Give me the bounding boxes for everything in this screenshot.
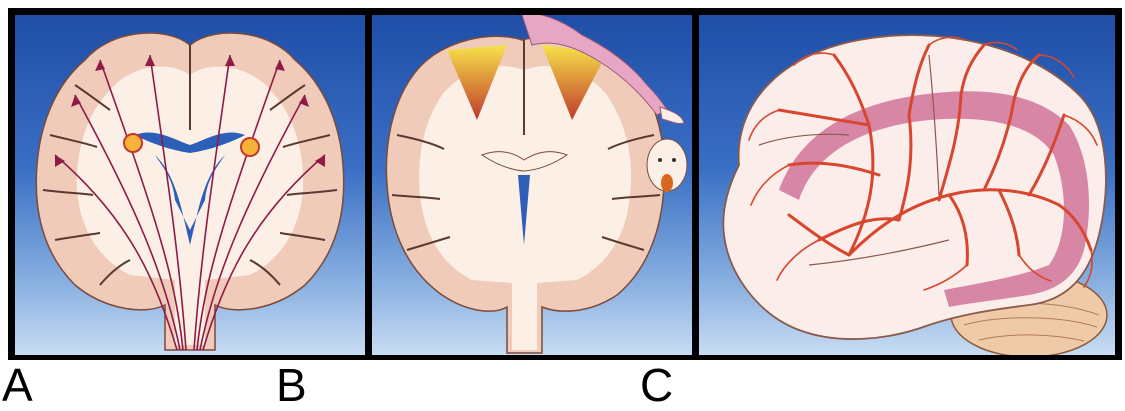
panel-label-a: A — [2, 362, 33, 408]
left-nucleus — [124, 134, 142, 152]
panel-c-lateral-arteries — [699, 15, 1115, 355]
homunculus-eye-left — [658, 158, 662, 162]
figure-frame — [8, 8, 1122, 360]
homunculus-mouth — [661, 174, 673, 192]
homunculus-eye-right — [672, 158, 676, 162]
panel-a-coronal-fibers — [15, 15, 365, 355]
homunculus-hand — [660, 107, 684, 124]
panel-label-c: C — [640, 362, 673, 408]
motor-cortex-illustration — [372, 15, 692, 355]
lateral-brain-arteries-illustration — [699, 15, 1115, 355]
panel-b-motor-cortex — [372, 15, 692, 355]
right-nucleus — [241, 138, 259, 156]
coronal-brain-fibers-illustration — [15, 15, 365, 355]
panel-label-b: B — [276, 362, 307, 408]
